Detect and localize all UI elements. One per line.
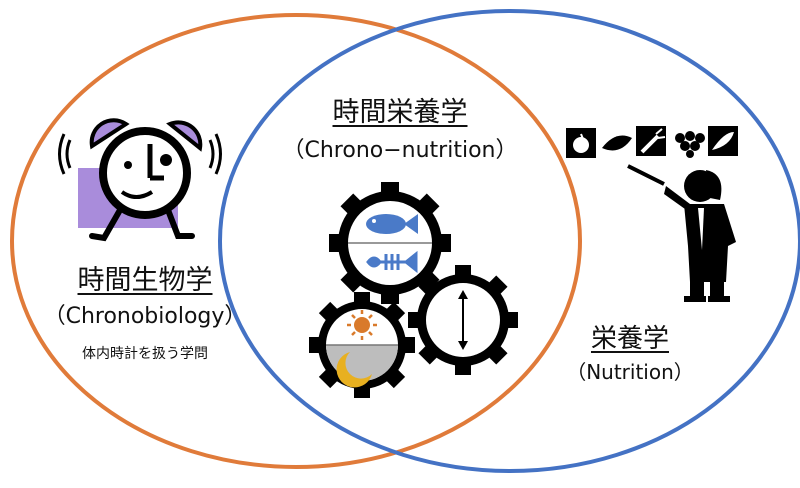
gear-sun-moon-icon [309,292,415,398]
leaf-icon [602,135,632,151]
sun-icon [347,310,377,340]
center-title: 時間栄養学 [332,97,468,128]
alarm-clock-icon [58,118,222,242]
left-subtitle: （Chronobiology） [43,304,247,329]
right-title: 栄養学 [590,324,669,354]
right-subtitle: （Nutrition） [566,360,694,384]
grapes-icon [675,131,705,158]
center-subtitle: （Chrono−nutrition） [282,138,518,163]
carrot-icon [636,126,666,156]
left-title: 時間生物学 [77,265,213,296]
left-note: 体内時計を扱う学問 [82,346,208,362]
fish-icon [366,214,418,234]
chronobiology-circle [10,13,582,469]
moon-icon [336,352,372,388]
fish-card-icon [708,126,738,156]
lecturer-icon [627,164,736,302]
apple-icon [566,128,596,158]
fish-bone-icon [366,250,418,274]
nutrition-circle [218,9,800,473]
food-icons [566,126,738,158]
gear-arrow-icon [408,265,518,375]
